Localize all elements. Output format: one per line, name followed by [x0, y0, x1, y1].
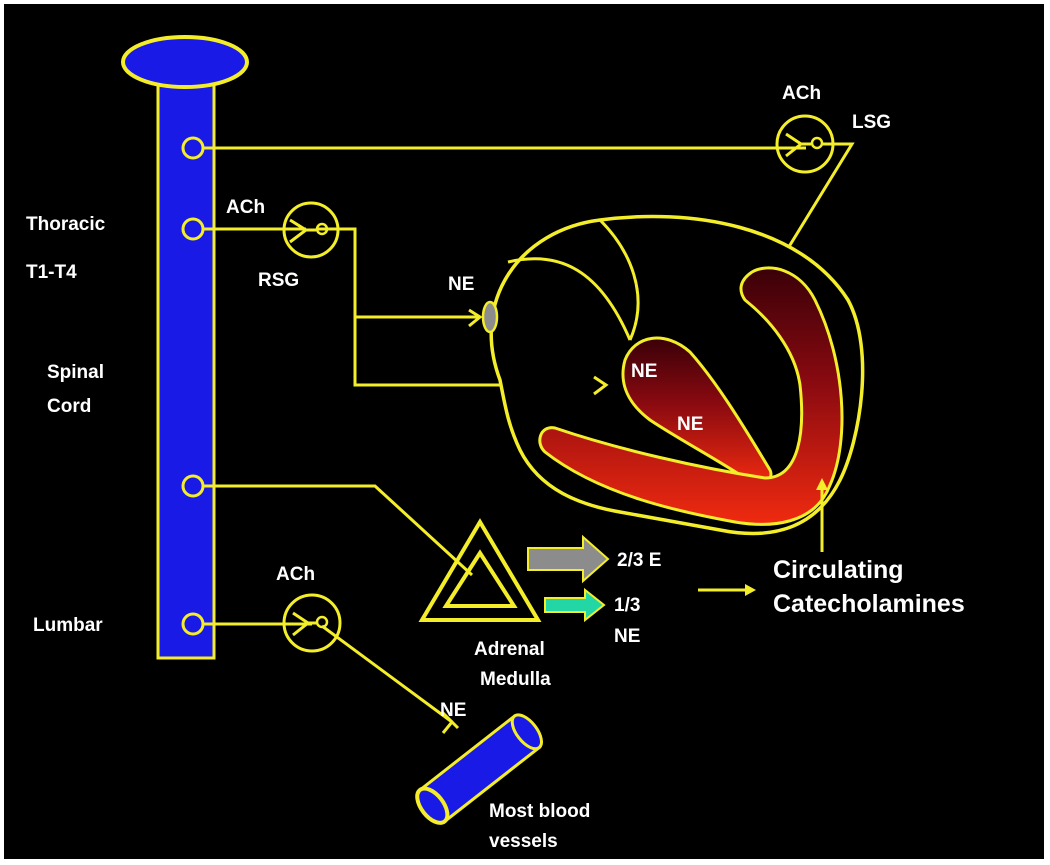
label-ach-lsg: ACh: [782, 83, 821, 104]
label-lsg: LSG: [852, 112, 891, 133]
lsg-synapse-icon: [785, 132, 811, 158]
heart-septum-left: [598, 218, 640, 341]
label-rsg: RSG: [258, 270, 299, 291]
ne-arrow: [544, 587, 606, 623]
vessel-end-far: [510, 713, 543, 751]
brain-oval: [121, 35, 249, 89]
label-ne-heart-1: NE: [631, 361, 657, 382]
ne-terminal-synapse-icon: [468, 308, 483, 328]
catecholamine-up-arrowhead: [816, 478, 828, 490]
to-circulating-arrowhead: [745, 584, 756, 596]
pathway-ganglion-to-vessel: [321, 624, 453, 724]
label-vessels-1: Most blood: [489, 801, 590, 822]
label-lumbar: Lumbar: [33, 615, 103, 636]
label-thoracic: Thoracic: [26, 214, 106, 235]
label-catecholamines: Catecholamines: [773, 590, 965, 618]
lsg-cell-icon: [810, 136, 824, 150]
label-ne-fraction: 1/3: [614, 595, 640, 616]
rsg-cell-icon: [315, 222, 329, 236]
lumbar-cell-icon: [315, 615, 329, 629]
label-spinal: Spinal: [47, 362, 104, 383]
label-ach-rsg: ACh: [226, 197, 265, 218]
e-arrow: [527, 534, 610, 584]
label-cord: Cord: [47, 396, 91, 417]
adrenal-triangle-inner: [442, 549, 518, 608]
ne-heart-synapse-icon: [593, 375, 609, 396]
rsg-ganglion: [282, 201, 340, 259]
label-adrenal: Adrenal: [474, 639, 545, 660]
lsg-ganglion: [775, 114, 835, 174]
adrenal-triangle-outer: [418, 518, 542, 622]
pathway-cord-to-adrenal: [203, 484, 474, 577]
blood-vessel: [415, 713, 543, 825]
spinal-cord: [156, 78, 216, 660]
label-ach-lumbar: ACh: [276, 564, 315, 585]
label-ne-heart-2: NE: [677, 414, 703, 435]
heart-septum-upper: [507, 257, 632, 341]
label-medulla: Medulla: [480, 669, 551, 690]
rsg-synapse-icon: [289, 218, 316, 244]
label-ne-fraction-2: NE: [614, 626, 640, 647]
vessel-end-near: [415, 786, 450, 825]
label-vessels-2: vessels: [489, 831, 558, 852]
label-e-fraction: 2/3 E: [617, 550, 661, 571]
ne-terminal-node: [481, 300, 499, 334]
label-ne-vessel: NE: [440, 700, 466, 721]
left-ventricle-wall: [538, 266, 844, 526]
label-ne-node: NE: [448, 274, 474, 295]
vessel-synapse-icon: [440, 710, 460, 734]
label-t1-t4: T1-T4: [26, 262, 77, 283]
lumbar-ganglion: [282, 593, 342, 653]
label-circulating: Circulating: [773, 556, 904, 584]
